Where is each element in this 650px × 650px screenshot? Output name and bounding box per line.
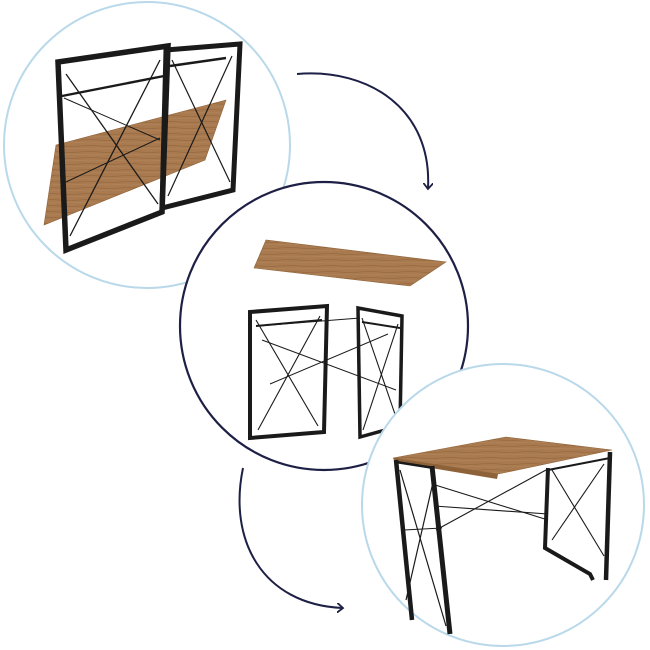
- desk-top-assembled: [392, 436, 613, 475]
- desk-top-folded: [43, 99, 227, 226]
- curved-arrow-icon: [296, 72, 428, 188]
- step-unfolding-group: [178, 180, 470, 472]
- unfolding-cross-braces: [257, 317, 397, 391]
- curved-arrow-icon: [238, 467, 342, 608]
- step-folded-group: [3, 1, 291, 289]
- step-circle-assembled: [361, 363, 645, 647]
- desk-top-floating: [253, 239, 447, 287]
- folded-front-frame: [55, 42, 171, 254]
- assembled-right-frame: [542, 451, 613, 581]
- step-assembled-group: [361, 363, 645, 647]
- assembled-back-braces: [431, 469, 549, 531]
- desk-top-edge: [393, 458, 498, 479]
- assembled-left-frame: [393, 459, 453, 635]
